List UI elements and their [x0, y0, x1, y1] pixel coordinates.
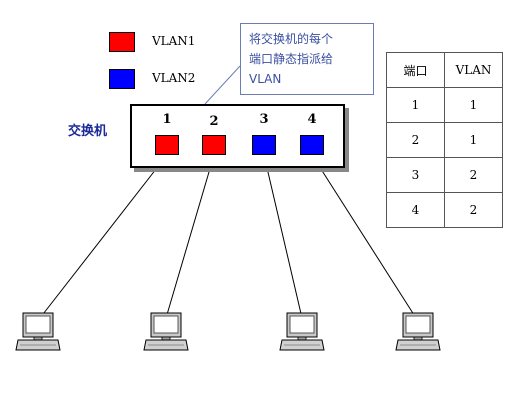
table-cell-vlan: 2 [444, 192, 503, 228]
table-cell-vlan: 1 [444, 122, 503, 158]
port-2 [202, 135, 226, 155]
port-number-1: 1 [162, 112, 172, 127]
table-header-row: 端口 VLAN [386, 52, 503, 88]
callout-line-3: VLAN [249, 72, 282, 86]
computer-icon [279, 312, 325, 351]
table-cell-vlan: 1 [444, 87, 503, 123]
table-cell-port: 3 [386, 157, 445, 193]
table-row: 2 1 [386, 122, 503, 158]
computer-icon [395, 312, 441, 351]
table-cell-port: 2 [386, 122, 445, 158]
cable-port-1 [39, 154, 168, 319]
port-number-4: 4 [307, 112, 317, 127]
legend-label-vlan2: VLAN2 [152, 71, 196, 85]
callout-line-2: 端口静态指派给 [249, 52, 334, 66]
table-header-port: 端口 [386, 52, 445, 88]
port-number-2: 2 [209, 114, 219, 129]
port-1 [155, 135, 179, 155]
cable-port-3 [263, 154, 303, 319]
port-vlan-table: 端口 VLAN 1 1 2 1 3 2 4 2 [386, 52, 503, 228]
port-number-3: 3 [259, 112, 269, 127]
legend-label-vlan1: VLAN1 [152, 34, 196, 48]
cable-port-4 [311, 154, 417, 319]
callout-box: 将交换机的每个 端口静态指派给 VLAN [240, 23, 374, 95]
legend-swatch-vlan2 [109, 69, 135, 89]
callout-pointer [204, 65, 241, 105]
switch-label: 交换机 [68, 124, 108, 139]
computer-icon [143, 312, 189, 351]
legend-swatch-vlan1 [109, 32, 135, 52]
computer-icon [15, 312, 61, 351]
cable-port-2 [165, 154, 215, 319]
table-row: 4 2 [386, 192, 503, 228]
table-row: 3 2 [386, 157, 503, 193]
table-cell-port: 4 [386, 192, 445, 228]
table-cell-port: 1 [386, 87, 445, 123]
port-3 [252, 135, 276, 155]
port-4 [300, 135, 324, 155]
table-cell-vlan: 2 [444, 157, 503, 193]
table-row: 1 1 [386, 87, 503, 123]
callout-line-1: 将交换机的每个 [249, 32, 334, 46]
table-header-vlan: VLAN [444, 52, 503, 88]
